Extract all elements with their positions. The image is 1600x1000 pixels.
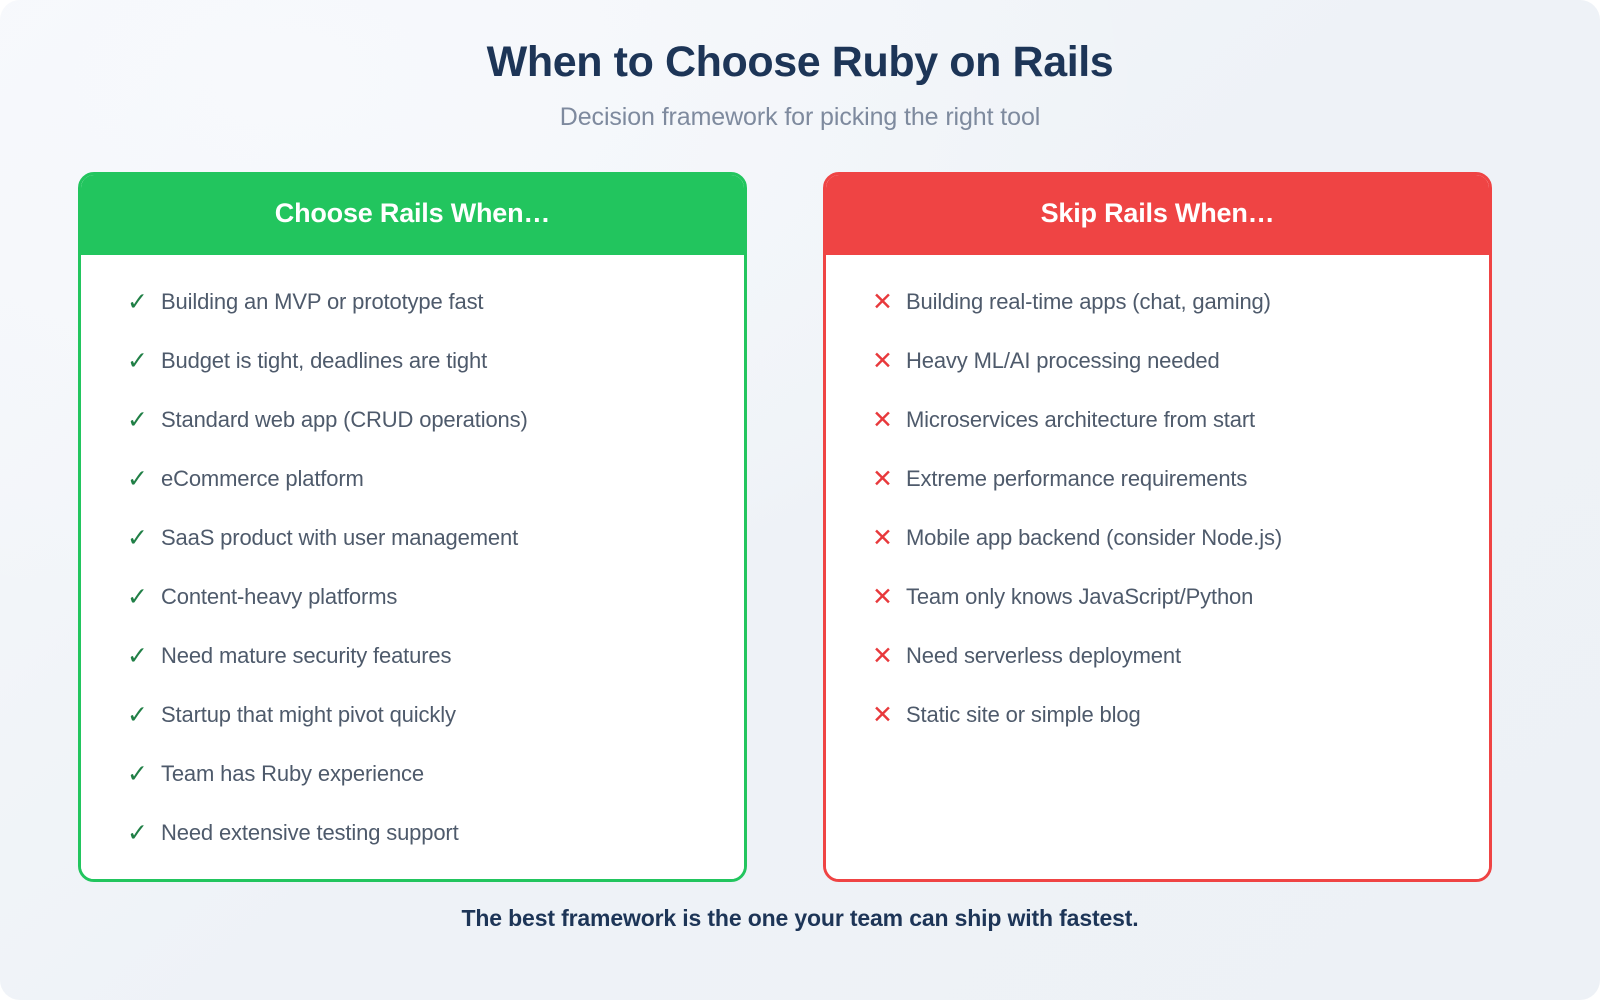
cross-icon: ✕ <box>872 524 893 552</box>
check-icon: ✓ <box>127 819 148 847</box>
list-item: ✓ eCommerce platform <box>81 466 744 525</box>
list-item-label: Startup that might pivot quickly <box>161 702 456 727</box>
check-icon: ✓ <box>127 642 148 670</box>
list-item: ✕ Team only knows JavaScript/Python <box>826 584 1489 643</box>
check-icon: ✓ <box>127 583 148 611</box>
check-icon: ✓ <box>127 288 148 316</box>
list-item-label: eCommerce platform <box>161 466 364 491</box>
list-item-label: Need extensive testing support <box>161 820 459 845</box>
list-item: ✓ Budget is tight, deadlines are tight <box>81 348 744 407</box>
list-item-label: Building real-time apps (chat, gaming) <box>906 289 1271 314</box>
cross-icon: ✕ <box>872 406 893 434</box>
check-icon: ✓ <box>127 760 148 788</box>
check-icon: ✓ <box>127 406 148 434</box>
list-item: ✓ Content-heavy platforms <box>81 584 744 643</box>
list-item: ✓ Startup that might pivot quickly <box>81 702 744 761</box>
check-icon: ✓ <box>127 347 148 375</box>
choose-rails-list: ✓ Building an MVP or prototype fast ✓ Bu… <box>81 255 744 879</box>
list-item-label: Team only knows JavaScript/Python <box>906 584 1254 609</box>
choose-rails-card-header: Choose Rails When… <box>81 175 744 255</box>
page-subtitle: Decision framework for picking the right… <box>559 103 1041 131</box>
list-item-label: Mobile app backend (consider Node.js) <box>906 525 1282 550</box>
list-item-label: SaaS product with user management <box>161 525 519 550</box>
list-item: ✕ Static site or simple blog <box>826 702 1489 761</box>
skip-rails-list: ✕ Building real-time apps (chat, gaming)… <box>826 255 1489 879</box>
list-item-label: Static site or simple blog <box>906 702 1141 727</box>
skip-rails-card-header: Skip Rails When… <box>826 175 1489 255</box>
list-item-label: Need mature security features <box>161 643 452 668</box>
check-icon: ✓ <box>127 465 148 493</box>
choose-rails-card: Choose Rails When… ✓ Building an MVP or … <box>78 172 747 882</box>
check-icon: ✓ <box>127 524 148 552</box>
page-title: When to Choose Ruby on Rails <box>486 38 1114 86</box>
list-item-label: Heavy ML/AI processing needed <box>906 348 1220 373</box>
list-item-label: Microservices architecture from start <box>906 407 1255 432</box>
list-item: ✓ SaaS product with user management <box>81 525 744 584</box>
cross-icon: ✕ <box>872 288 893 316</box>
list-item-label: Team has Ruby experience <box>161 761 424 786</box>
list-item: ✓ Team has Ruby experience <box>81 761 744 820</box>
cross-icon: ✕ <box>872 701 893 729</box>
list-item-label: Budget is tight, deadlines are tight <box>161 348 488 373</box>
list-item: ✓ Building an MVP or prototype fast <box>81 289 744 348</box>
list-item: ✕ Need serverless deployment <box>826 643 1489 702</box>
choose-rails-heading: Choose Rails When… <box>274 198 551 228</box>
cross-icon: ✕ <box>872 465 893 493</box>
list-item: ✕ Building real-time apps (chat, gaming) <box>826 289 1489 348</box>
cross-icon: ✕ <box>872 347 893 375</box>
list-item-label: Extreme performance requirements <box>906 466 1248 491</box>
skip-rails-heading: Skip Rails When… <box>1040 198 1275 228</box>
skip-rails-card: Skip Rails When… ✕ Building real-time ap… <box>823 172 1492 882</box>
cross-icon: ✕ <box>872 583 893 611</box>
list-item: ✓ Need mature security features <box>81 643 744 702</box>
list-item-label: Building an MVP or prototype fast <box>161 289 484 314</box>
list-item: ✓ Standard web app (CRUD operations) <box>81 407 744 466</box>
list-item: ✕ Extreme performance requirements <box>826 466 1489 525</box>
list-item-label: Standard web app (CRUD operations) <box>161 407 528 432</box>
header: When to Choose Ruby on Rails Decision fr… <box>0 0 1600 132</box>
cross-icon: ✕ <box>872 642 893 670</box>
list-item: ✕ Heavy ML/AI processing needed <box>826 348 1489 407</box>
list-item: ✕ Mobile app backend (consider Node.js) <box>826 525 1489 584</box>
comparison-columns: Choose Rails When… ✓ Building an MVP or … <box>78 172 1492 882</box>
list-item-label: Content-heavy platforms <box>161 584 398 609</box>
check-icon: ✓ <box>127 701 148 729</box>
footer-takeaway: The best framework is the one your team … <box>461 905 1139 931</box>
list-item: ✕ Microservices architecture from start <box>826 407 1489 466</box>
list-item: ✓ Need extensive testing support <box>81 820 744 879</box>
list-item-label: Need serverless deployment <box>906 643 1181 668</box>
